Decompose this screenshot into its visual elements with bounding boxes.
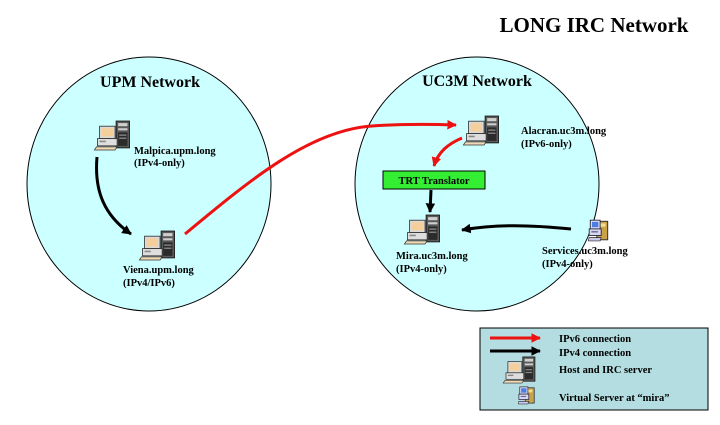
diagram-title: LONG IRC Network — [500, 13, 689, 37]
host-alacran-name: Alacran.uc3m.long — [521, 126, 607, 137]
uc3m-network-label: UC3M Network — [422, 73, 532, 90]
upm-network-label: UPM Network — [100, 74, 200, 91]
ipv4-connection-malpica-viena — [95, 156, 132, 236]
virtual-server-icon — [518, 386, 535, 405]
host-malpica-type: (IPv4-only) — [134, 158, 185, 169]
legend: IPv6 connection IPv4 connection Host and… — [479, 327, 709, 411]
host-viena-type: (IPv4/IPv6) — [123, 278, 175, 289]
host-services: Services.uc3m.long (IPv4-only) — [542, 219, 628, 270]
host-mira: Mira.uc3m.long (IPv4-only) — [396, 214, 468, 275]
host-alacran-type: (IPv6-only) — [521, 139, 572, 150]
host-mira-type: (IPv4-only) — [396, 264, 447, 275]
legend-ipv4-label: IPv4 connection — [559, 348, 631, 359]
legend-virtual-label: Virtual Server at “mira” — [559, 393, 670, 404]
virtual-server-icon — [588, 219, 609, 242]
ipv4-connection-translator-mira — [425, 189, 436, 213]
host-malpica-name: Malpica.upm.long — [134, 146, 216, 157]
ipv6-connection-viena-alacran — [184, 119, 457, 236]
host-services-type: (IPv4-only) — [542, 259, 593, 270]
trt-translator-box — [382, 170, 486, 190]
host-viena-name: Viena.upm.long — [123, 265, 195, 276]
trt-translator-label: TRT Translator — [398, 176, 469, 187]
ipv4-connection-services-mira — [461, 223, 572, 234]
ipv6-connection-alacran-translator — [431, 136, 463, 167]
legend-ipv6-label: IPv6 connection — [559, 334, 631, 345]
host-mira-name: Mira.uc3m.long — [396, 251, 468, 262]
host-services-name: Services.uc3m.long — [542, 246, 628, 257]
legend-host-label: Host and IRC server — [559, 365, 652, 376]
host-alacran: Alacran.uc3m.long (IPv6-only) — [462, 115, 607, 150]
trt-translator: TRT Translator — [382, 170, 486, 190]
host-viena: Viena.upm.long (IPv4/IPv6) — [123, 230, 195, 289]
host-malpica: Malpica.upm.long (IPv4-only) — [93, 120, 216, 169]
upm-network-circle — [26, 56, 272, 312]
